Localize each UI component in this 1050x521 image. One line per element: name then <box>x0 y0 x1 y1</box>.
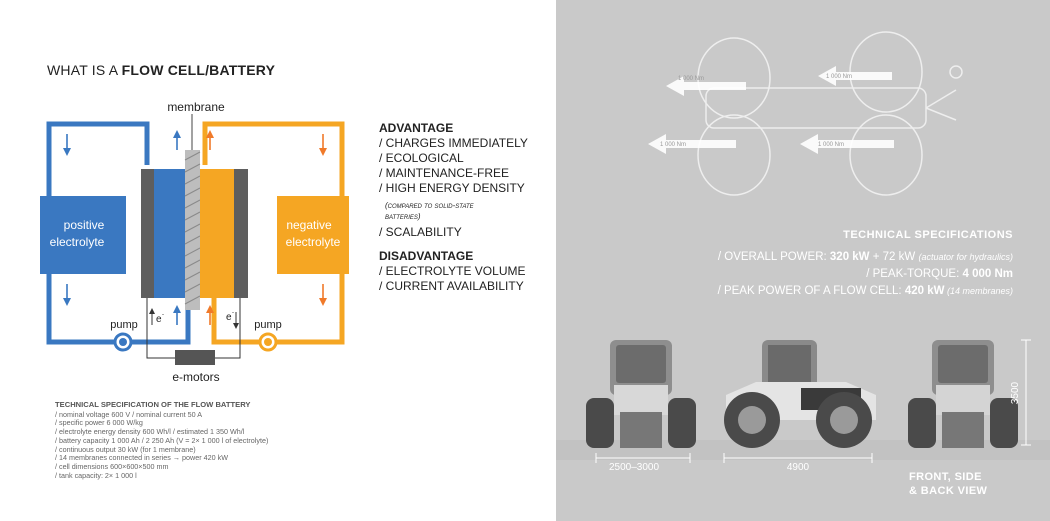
tractor-panel: 1 000 Nm 1 000 Nm 1 000 Nm 1 000 Nm <box>556 0 1050 521</box>
tractor-side-view <box>724 340 876 448</box>
advantage-note: (compared to solid-state <box>385 201 474 210</box>
right-electrode <box>234 169 248 298</box>
overall-power-line: / OVERALL POWER: 320 kW + 72 kW (actuato… <box>717 251 1013 263</box>
spec-line: / continuous output 30 kW (for 1 membran… <box>55 444 196 454</box>
electron-right: e <box>226 312 232 323</box>
dim-width-label: 2500–3000 <box>609 462 659 473</box>
spec-line: / nominal voltage 600 V / nominal curren… <box>55 409 203 419</box>
dim-length-label: 4900 <box>787 462 810 473</box>
spec-line: / cell dimensions 600×600×500 mm <box>55 461 169 471</box>
disadvantage-heading: DISADVANTAGE <box>379 249 474 263</box>
positive-label-1: positive <box>64 218 105 232</box>
negative-tank <box>277 196 349 274</box>
negative-pump-pipe <box>211 298 259 345</box>
torque-label-3: 1 000 Nm <box>660 142 686 148</box>
battery-spec: TECHNICAL SPECIFICATION OF THE FLOW BATT… <box>55 400 269 480</box>
e-motors-label: e-motors <box>172 370 219 384</box>
advantages-list: ADVANTAGE / CHARGES IMMEDIATELY / ECOLOG… <box>379 121 528 294</box>
electron-circuit <box>146 298 241 359</box>
advantage-item: / CHARGES IMMEDIATELY <box>379 136 528 150</box>
orange-flow-arrows <box>206 130 327 325</box>
tractor-drawings: 1 000 Nm 1 000 Nm 1 000 Nm 1 000 Nm <box>556 31 1050 473</box>
spec-line: / specific power 6 000 W/kg <box>55 418 143 428</box>
negative-return-pipe <box>276 274 345 345</box>
electron-left: e <box>156 314 162 325</box>
pump-left-label: pump <box>110 319 138 331</box>
peak-power-line: / PEAK POWER OF A FLOW CELL: 420 kW (14 … <box>717 285 1013 297</box>
torque-arrows <box>648 66 894 154</box>
positive-return-pipe <box>46 274 115 345</box>
dimension-lines <box>595 339 1031 463</box>
advantage-note: batteries) <box>385 212 421 221</box>
spec-line: / battery capacity 1 000 Ah / 2 250 Ah (… <box>55 435 269 445</box>
tractor-front-view <box>586 340 696 448</box>
torque-label-1: 1 000 Nm <box>678 76 704 82</box>
page-title: WHAT IS A FLOW CELL/BATTERY <box>47 62 276 78</box>
pump-right-label: pump <box>254 319 282 331</box>
negative-label-1: negative <box>286 218 332 232</box>
advantage-item: / SCALABILITY <box>379 225 462 239</box>
peak-torque-line: / PEAK-TORQUE: 4 000 Nm <box>866 268 1013 280</box>
disadvantage-item: / CURRENT AVAILABILITY <box>379 279 524 293</box>
membrane-label: membrane <box>167 100 225 114</box>
membrane-hatch <box>184 151 201 305</box>
spec-line: / electrolyte energy density 600 Wh/l / … <box>55 427 245 437</box>
membrane <box>185 150 200 310</box>
tractor-back-view <box>908 340 1018 448</box>
negative-half-cell <box>200 169 234 298</box>
negative-circuit-pipe <box>202 121 345 196</box>
tech-specs-title: TECHNICAL SPECIFICATIONS <box>843 229 1013 241</box>
spec-line: / 14 membranes connected in series → pow… <box>55 453 228 463</box>
tech-specs: / OVERALL POWER: 320 kW + 72 kW (actuato… <box>718 249 1013 300</box>
blue-flow-arrows <box>63 130 181 325</box>
advantage-item: / MAINTENANCE-FREE <box>379 166 510 180</box>
flow-cell-diagram: positive electrolyte negative electrolyt… <box>40 100 349 384</box>
battery-spec-heading: TECHNICAL SPECIFICATION OF THE FLOW BATT… <box>55 400 251 409</box>
torque-label-4: 1 000 Nm <box>818 142 844 148</box>
positive-tank <box>40 196 126 274</box>
advantage-item: / HIGH ENERGY DENSITY <box>379 181 525 195</box>
positive-circuit-pipe <box>46 121 150 196</box>
electron-arrows <box>149 308 239 329</box>
flow-cell-panel: WHAT IS A FLOW CELL/BATTERY positive ele… <box>40 62 528 480</box>
left-electrode <box>141 169 154 298</box>
advantage-heading: ADVANTAGE <box>379 121 454 135</box>
views-caption: FRONT, SIDE & BACK VIEW <box>909 471 988 497</box>
e-motors-box <box>175 350 215 365</box>
disadvantage-item: / ELECTROLYTE VOLUME <box>379 264 526 278</box>
advantage-item: / ECOLOGICAL <box>379 151 464 165</box>
torque-label-2: 1 000 Nm <box>826 74 852 80</box>
svg-text:-: - <box>162 312 164 318</box>
top-view-outline <box>697 31 963 196</box>
spec-line: / tank capacity: 2× 1 000 l <box>55 470 137 480</box>
positive-half-cell <box>154 169 185 298</box>
dim-height-label: 3500 <box>1010 381 1021 404</box>
positive-label-2: electrolyte <box>50 235 105 249</box>
positive-pump-pipe <box>130 298 191 345</box>
negative-label-2: electrolyte <box>286 235 341 249</box>
svg-text:-: - <box>232 310 234 316</box>
